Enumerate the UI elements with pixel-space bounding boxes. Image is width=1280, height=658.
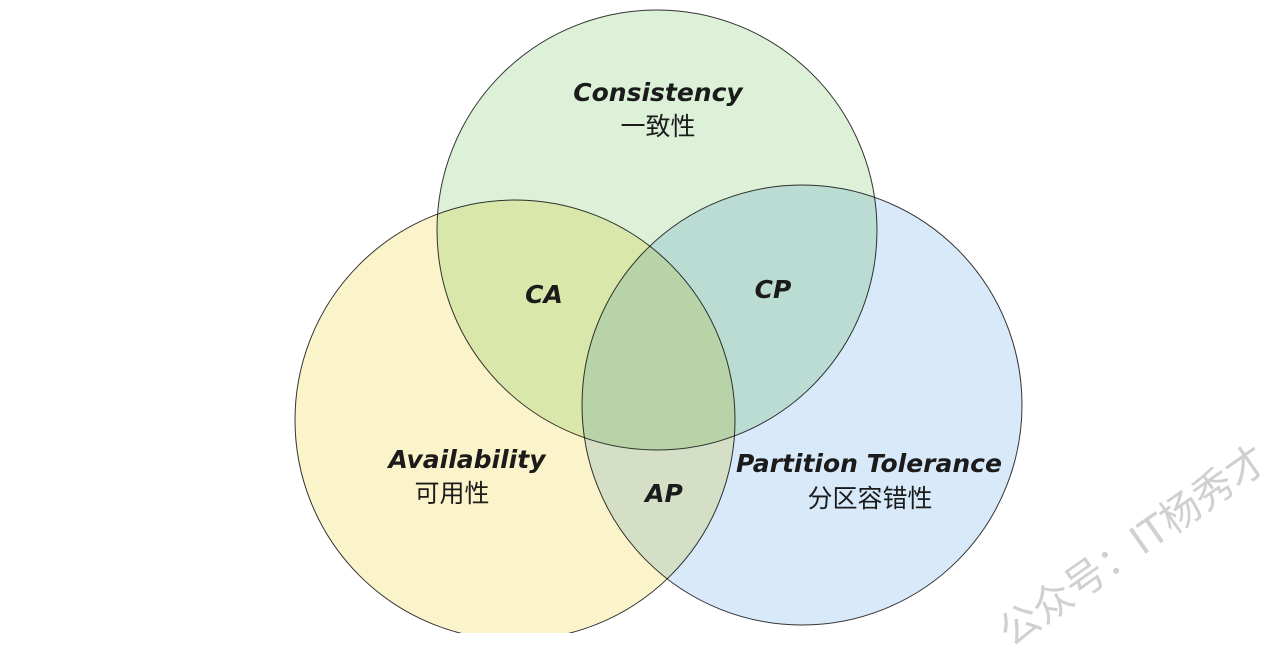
ap-label: AP [643, 479, 683, 508]
circle-partition-tolerance [581, 184, 1023, 626]
partition-tolerance-label: Partition Tolerance [736, 449, 1002, 478]
consistency-subtitle: 一致性 [620, 112, 695, 141]
cp-label: CP [755, 275, 792, 304]
availability-subtitle: 可用性 [414, 479, 489, 508]
partition-tolerance-subtitle: 分区容错性 [807, 484, 932, 513]
ca-label: CA [525, 280, 563, 309]
consistency-label: Consistency [573, 78, 744, 107]
cap-venn-diagram: Consistency 一致性 Availability 可用性 Partiti… [294, 9, 1023, 633]
availability-label: Availability [386, 445, 547, 474]
